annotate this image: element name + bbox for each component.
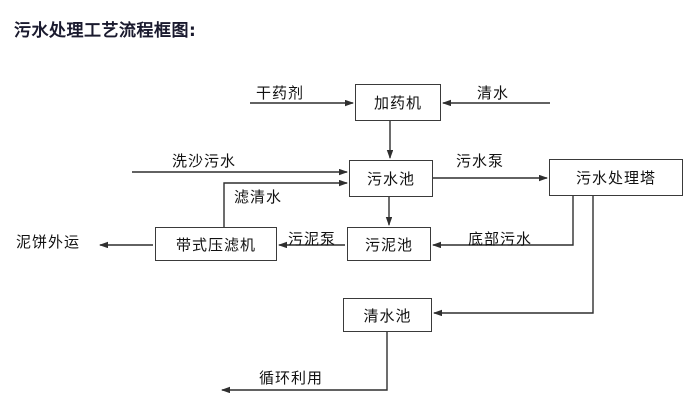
edge-label-sewage-pump: 污水泵 <box>456 152 505 170</box>
node-label: 加药机 <box>373 94 422 112</box>
node-label: 污泥池 <box>364 235 413 254</box>
edge-label-sludge-pump: 污泥泵 <box>288 230 337 248</box>
node-label: 带式压滤机 <box>175 235 256 254</box>
node-treatment-tower[interactable]: 污水处理塔 <box>549 159 683 196</box>
edge-label-recycle-use: 循环利用 <box>259 369 324 387</box>
edge-tower-to-clear-pool <box>433 196 594 317</box>
terminal-label-sand-washing-sewage: 洗沙污水 <box>172 152 237 170</box>
edge-label-filtrate: 滤清水 <box>234 188 283 206</box>
node-dosing-machine[interactable]: 加药机 <box>355 84 441 121</box>
node-sewage-pool[interactable]: 污水池 <box>349 160 433 197</box>
terminal-label-dry-agent: 干药剂 <box>256 84 305 102</box>
node-label: 清水池 <box>363 306 412 325</box>
node-label: 污水处理塔 <box>575 169 656 187</box>
edge-label-bottom-sewage: 底部污水 <box>468 230 533 248</box>
node-sludge-pool[interactable]: 污泥池 <box>347 227 431 261</box>
node-clear-water-pool[interactable]: 清水池 <box>343 298 432 332</box>
terminal-label-clean-water: 清水 <box>477 84 510 102</box>
node-belt-filter-press[interactable]: 带式压滤机 <box>155 227 277 261</box>
page-title: 污水处理工艺流程框图: <box>14 21 197 41</box>
terminal-label-mud-cake-transport: 泥饼外运 <box>16 233 81 251</box>
node-label: 污水池 <box>366 170 415 188</box>
